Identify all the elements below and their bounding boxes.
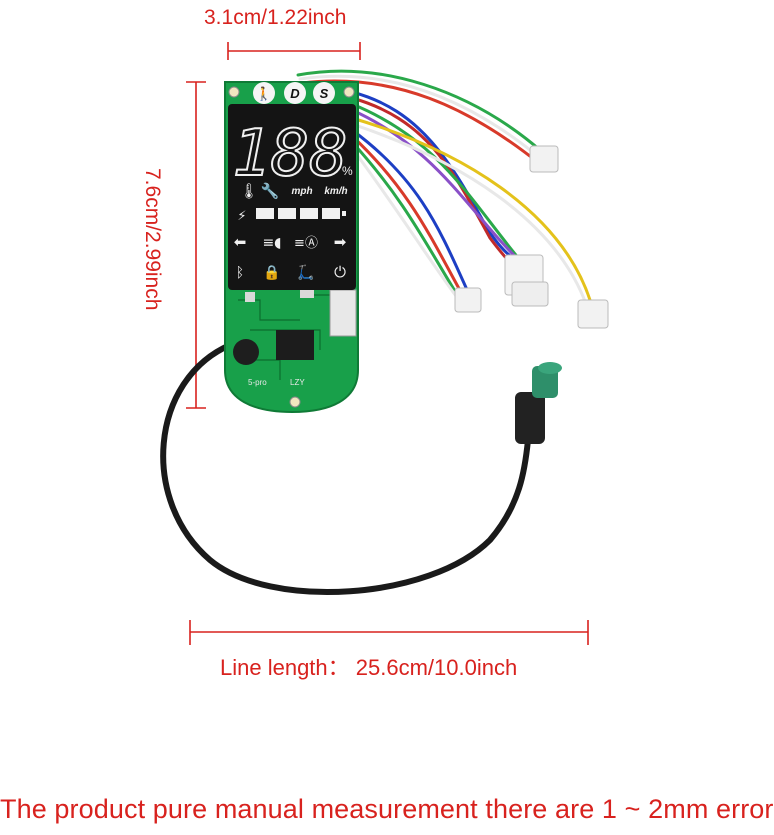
cruise-icon: 🛴 xyxy=(297,264,314,281)
speed-digits: 188 xyxy=(232,117,348,191)
measurement-error-note: The product pure manual measurement ther… xyxy=(0,794,774,824)
sport-mode-icon xyxy=(313,82,335,104)
length-dimension-line xyxy=(189,620,589,645)
lock-icon: 🔒 xyxy=(263,265,280,281)
wrench-icon: 🔧 xyxy=(261,181,280,200)
black-connector xyxy=(515,362,562,444)
thermometer-icon: 🌡 xyxy=(239,182,258,200)
black-cable xyxy=(160,342,531,595)
model-marking: 5-pro xyxy=(248,378,267,387)
headlight-icon: ≡◖ xyxy=(262,235,281,251)
percent-sign: % xyxy=(342,164,353,178)
left-turn-arrow-icon: ⬅ xyxy=(234,233,247,251)
kmh-unit: km/h xyxy=(324,186,347,197)
width-dimension-label: 3.1cm/1.22inch xyxy=(204,6,347,29)
bluetooth-icon: ᛒ xyxy=(236,265,244,281)
drive-mode-icon xyxy=(284,82,306,104)
buzzer xyxy=(233,339,259,365)
line-length-label: Line length： 25.6cm/10.0inch xyxy=(220,655,518,680)
drive-mode-label: D xyxy=(290,86,300,101)
mph-unit: mph xyxy=(291,186,312,197)
right-turn-arrow-icon: ➡ xyxy=(334,233,347,251)
walk-figure-glyph: 🚶 xyxy=(256,86,272,102)
lightning-icon: ⚡ xyxy=(237,209,246,224)
battery-level-bar xyxy=(256,208,346,219)
width-dimension-line xyxy=(227,42,361,60)
walk-mode-icon xyxy=(253,82,275,104)
chip xyxy=(276,330,314,360)
auto-light-icon: ≡Ⓐ xyxy=(294,236,318,251)
code-marking: LZY xyxy=(290,378,305,387)
sport-mode-label: S xyxy=(320,86,329,101)
white-connectors xyxy=(454,145,609,329)
height-dimension-line xyxy=(186,81,206,409)
power-icon: ⏻ xyxy=(334,263,346,281)
lcd-display: 🚶 D S 188 % 🌡 🔧 mph km/h ⚡ ⬅ ≡◖ ≡Ⓐ ➡ ᛒ 🔒… xyxy=(228,82,356,290)
